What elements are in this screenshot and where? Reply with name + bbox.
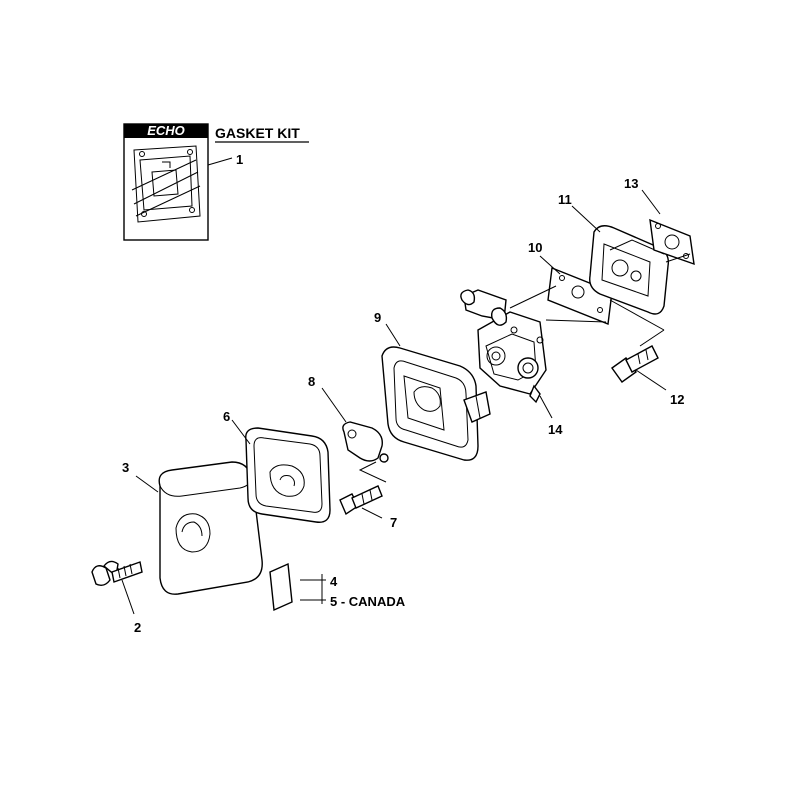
label-7: 7 [390, 515, 397, 530]
label-9: 9 [374, 310, 381, 325]
wing-bolt [91, 560, 143, 587]
choke-plate [342, 421, 389, 483]
label-1: 1 [236, 152, 243, 167]
echo-logo: ECHO [147, 123, 185, 138]
air-filter-element [245, 427, 331, 523]
gasket-kit-illustration [131, 145, 201, 223]
label-10: 10 [528, 240, 542, 255]
mounting-bolt-12 [611, 345, 659, 383]
part-labels: 1 2 3 4 5 - CANADA 6 7 8 9 10 11 12 13 1… [122, 152, 684, 635]
insulator [589, 225, 670, 315]
gasket-kit-title: GASKET KIT [215, 125, 300, 141]
leader-lines [121, 189, 667, 615]
label-5: 5 - CANADA [330, 594, 406, 609]
label-13: 13 [624, 176, 638, 191]
carburetor [460, 289, 547, 404]
label-4: 4 [330, 574, 338, 589]
air-filter-case [381, 346, 491, 461]
filter-screen [269, 562, 293, 612]
insulator-gasket [649, 218, 695, 266]
label-6: 6 [223, 409, 230, 424]
label-14: 14 [548, 422, 563, 437]
air-filter-cover [158, 461, 263, 595]
label-2: 2 [134, 620, 141, 635]
label-8: 8 [308, 374, 315, 389]
label-12: 12 [670, 392, 684, 407]
label-3: 3 [122, 460, 129, 475]
label-11: 11 [558, 192, 572, 207]
assembly-guides [509, 253, 691, 347]
gasket-kit-box: ECHO [123, 123, 209, 241]
mounting-bolt-7 [339, 485, 383, 516]
leader-1 [207, 157, 233, 166]
